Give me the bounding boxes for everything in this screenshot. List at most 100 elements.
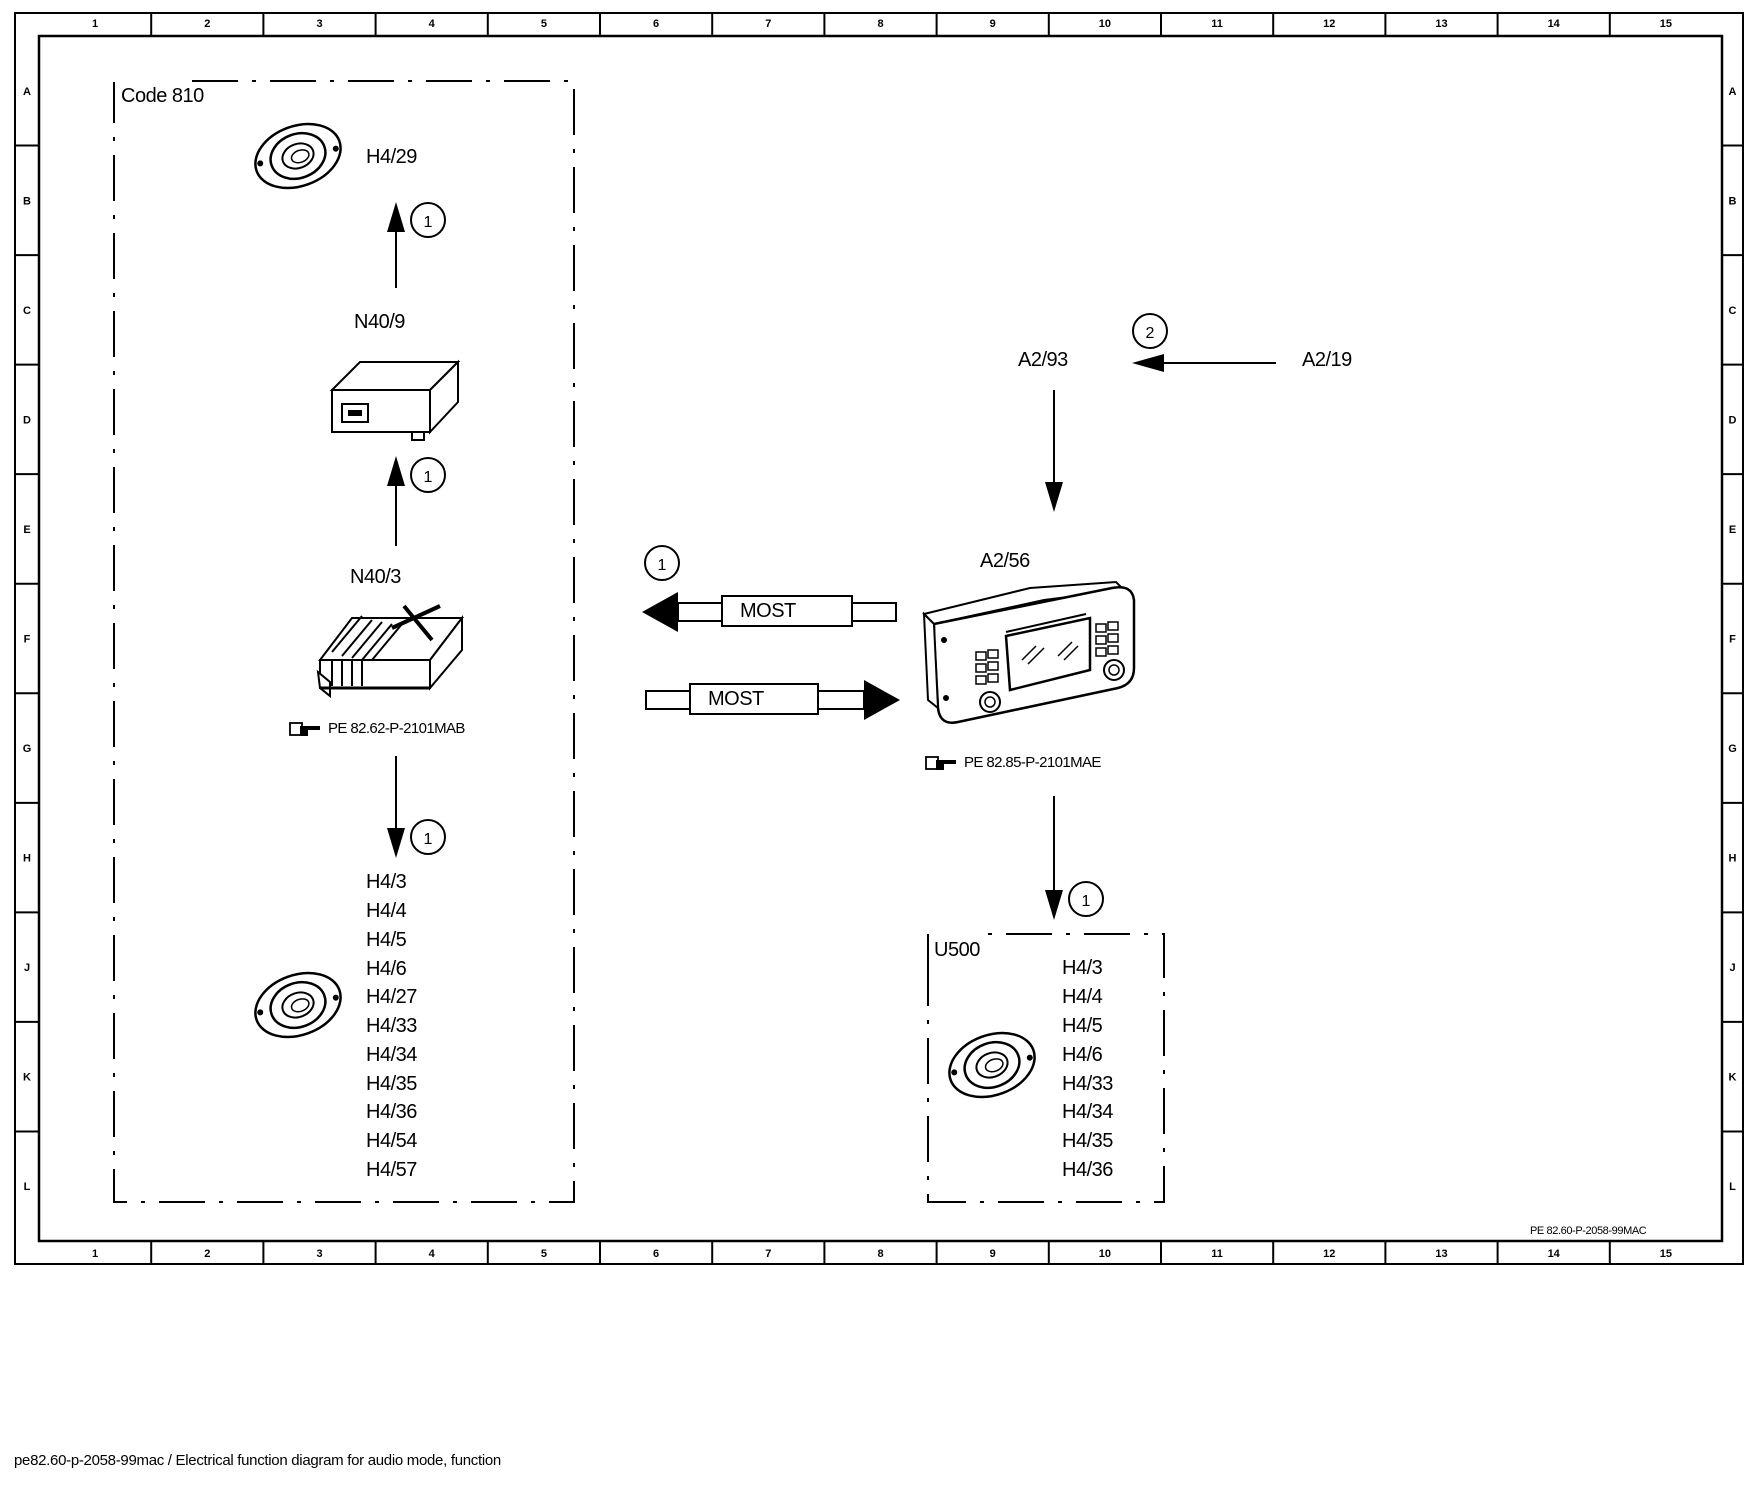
speaker-list-item: H4/4 — [366, 900, 407, 922]
grid-row-label: B — [23, 195, 31, 207]
most-bus-label-bottom: MOST — [708, 688, 764, 710]
grid-row-label: K — [23, 1072, 31, 1084]
grid-row-label: G — [23, 743, 32, 755]
speaker-icon — [254, 122, 342, 190]
speaker-icon — [254, 971, 342, 1039]
grid-marks: 1122334455667788991010111112121313141415… — [15, 13, 1743, 1264]
arrow-left-icon — [642, 592, 678, 632]
marker-number: 2 — [1146, 325, 1155, 342]
marker-circle — [1068, 881, 1104, 917]
grid-row-label: J — [24, 962, 30, 974]
code-810-box — [113, 80, 575, 1203]
grid-column-label: 6 — [653, 1248, 659, 1260]
speaker-list-item: H4/3 — [366, 871, 407, 893]
grid-column-label: 12 — [1323, 1248, 1335, 1260]
head-unit-icon — [922, 580, 1136, 724]
grid-column-label: 3 — [316, 1248, 322, 1260]
grid-column-label: 13 — [1435, 18, 1447, 30]
most-bus-label-top: MOST — [740, 600, 796, 622]
a2-19-label: A2/19 — [1302, 349, 1352, 371]
arrow-up-icon — [387, 456, 405, 486]
grid-row-label: B — [1729, 195, 1737, 207]
grid-row-label: L — [1729, 1181, 1736, 1193]
grid-column-label: 10 — [1099, 1248, 1111, 1260]
grid-column-label: 11 — [1211, 18, 1223, 30]
grid-column-label: 8 — [877, 18, 883, 30]
sheet-reference: PE 82.60-P-2058-99MAC — [1530, 1225, 1647, 1237]
grid-row-label: C — [23, 305, 31, 317]
speaker-list-item: H4/33 — [366, 1015, 417, 1037]
grid-row-label: A — [1729, 86, 1737, 98]
speaker-list-item: H4/6 — [1062, 1044, 1103, 1066]
grid-column-label: 3 — [316, 18, 322, 30]
grid-column-label: 5 — [541, 1248, 547, 1260]
grid-column-label: 11 — [1211, 1248, 1223, 1260]
u500-box — [927, 933, 1165, 1203]
u500-label: U500 — [934, 939, 980, 961]
marker-number: 1 — [424, 831, 433, 848]
code-810-speaker-list: H4/3 H4/4 H4/5 H4/6 H4/27 H4/33 H4/34 H4… — [366, 871, 418, 1181]
grid-row-label: H — [23, 853, 31, 865]
grid-row-label: K — [1729, 1072, 1737, 1084]
grid-column-label: 15 — [1660, 18, 1672, 30]
grid-column-label: 1 — [92, 18, 98, 30]
speaker-list-item: H4/57 — [366, 1159, 417, 1181]
speaker-list-item: H4/34 — [366, 1044, 417, 1066]
grid-row-label: H — [1729, 853, 1737, 865]
grid-row-label: J — [1729, 962, 1735, 974]
marker-number: 1 — [424, 214, 433, 231]
speaker-list-item: H4/6 — [366, 958, 407, 980]
grid-column-label: 14 — [1548, 1248, 1561, 1260]
speaker-list-item: H4/35 — [1062, 1130, 1113, 1152]
speaker-list-item: H4/5 — [366, 929, 407, 951]
grid-row-label: A — [23, 86, 31, 98]
grid-row-label: D — [23, 414, 31, 426]
arrow-down-icon — [1045, 890, 1063, 920]
amplifier-reference: PE 82.62-P-2101MAB — [328, 720, 465, 737]
grid-column-label: 4 — [429, 18, 436, 30]
grid-row-label: E — [23, 524, 30, 536]
grid-column-label: 8 — [877, 1248, 883, 1260]
grid-column-label: 12 — [1323, 18, 1335, 30]
speaker-list-item: H4/35 — [366, 1073, 417, 1095]
arrow-left-icon — [1132, 354, 1164, 372]
grid-column-label: 13 — [1435, 1248, 1447, 1260]
arrow-down-icon — [387, 828, 405, 858]
grid-column-label: 2 — [204, 1248, 210, 1260]
grid-column-label: 15 — [1660, 1248, 1672, 1260]
speaker-list-item: H4/54 — [366, 1130, 417, 1152]
grid-row-label: L — [24, 1181, 31, 1193]
inner-frame — [37, 34, 1724, 1243]
marker-number: 1 — [658, 557, 667, 574]
outer-frame — [14, 12, 1744, 1265]
speaker-list-item: H4/34 — [1062, 1101, 1113, 1123]
grid-column-label: 10 — [1099, 18, 1111, 30]
grid-row-label: G — [1728, 743, 1737, 755]
grid-row-label: F — [1729, 634, 1736, 646]
marker-circle — [410, 819, 446, 855]
grid-column-label: 5 — [541, 18, 547, 30]
marker-circle — [410, 202, 446, 238]
grid-row-label: F — [24, 634, 31, 646]
speaker-list-item: H4/36 — [1062, 1159, 1113, 1181]
grid-column-label: 6 — [653, 18, 659, 30]
n40-9-label: N40/9 — [354, 311, 405, 333]
speaker-list-item: H4/33 — [1062, 1073, 1113, 1095]
speaker-list-item: H4/5 — [1062, 1015, 1103, 1037]
n40-3-label: N40/3 — [350, 566, 401, 588]
head-unit-reference: PE 82.85-P-2101MAE — [964, 754, 1101, 771]
grid-column-label: 1 — [92, 1248, 98, 1260]
grid-column-label: 2 — [204, 18, 210, 30]
code-810-label: Code 810 — [121, 85, 204, 107]
grid-row-label: C — [1729, 305, 1737, 317]
speaker-list-item: H4/27 — [366, 986, 417, 1008]
grid-row-label: D — [1729, 414, 1737, 426]
marker-circle — [410, 457, 446, 493]
speaker-list-item: H4/36 — [366, 1101, 417, 1123]
arrow-right-icon — [864, 680, 900, 720]
marker-circle — [644, 545, 680, 581]
grid-column-label: 9 — [990, 18, 996, 30]
marker-circle — [1132, 313, 1168, 349]
speaker-icon — [948, 1031, 1036, 1099]
